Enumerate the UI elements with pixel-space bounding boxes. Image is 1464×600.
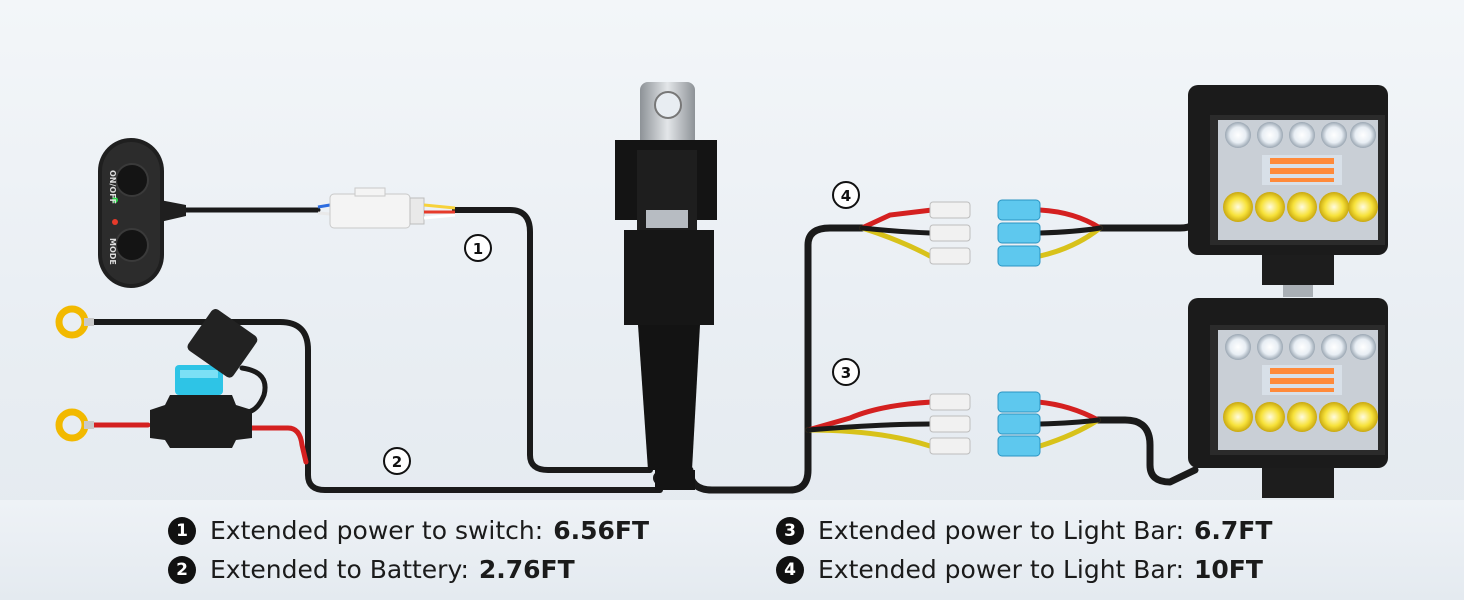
fuse-holder [150,308,258,448]
svg-text:4: 4 [841,187,851,205]
legend-number-3: 3 [776,516,804,545]
ring-terminal-top [55,305,94,339]
legend-item-2: 2 Extended to Battery: 2.76FT [168,555,575,584]
callout-1: 1 [464,234,492,262]
legend-panel: 1 Extended power to switch: 6.56FT 2 Ext… [0,500,1464,600]
legend-text-3: Extended power to Light Bar: [818,516,1185,545]
legend-text-4: Extended power to Light Bar: [818,555,1185,584]
switch-panel: ON/OFF MODE [98,138,186,288]
wiring-diagram-graphic: ON/OFF MODE [55,82,1388,498]
legend-value-4: 10FT [1194,555,1263,584]
callout-2: 2 [383,447,411,475]
ring-terminal-bottom [55,408,94,442]
legend-value-3: 6.7FT [1194,516,1273,545]
callout-3: 3 [832,358,860,386]
legend-item-3: 3 Extended power to Light Bar: 6.7FT [776,516,1272,545]
red-wires [85,207,1103,465]
switch-onoff-label: ON/OFF [108,170,117,204]
terminals-3 [929,391,1041,457]
legend-value-1: 6.56FT [553,516,650,545]
svg-text:1: 1 [473,240,483,258]
legend-text-1: Extended power to switch: [210,516,544,545]
legend-text-2: Extended to Battery: [210,555,469,584]
terminals-4 [929,199,1041,267]
relay [615,82,717,490]
legend-item-1: 1 Extended power to switch: 6.56FT [168,516,649,545]
switch-mode-label: MODE [108,238,117,265]
black-short-wires [805,225,1103,433]
legend-item-4: 4 Extended power to Light Bar: 10FT [776,555,1263,584]
svg-text:3: 3 [841,364,851,382]
callout-4: 4 [832,181,860,209]
legend-number-1: 1 [168,516,196,545]
switch-connector [317,187,456,229]
light-pod-bottom [1188,298,1388,498]
legend-number-2: 2 [168,555,196,584]
legend-value-2: 2.76FT [478,555,575,584]
svg-text:2: 2 [392,453,402,471]
light-pod-top [1188,85,1388,297]
legend-number-4: 4 [776,555,804,584]
